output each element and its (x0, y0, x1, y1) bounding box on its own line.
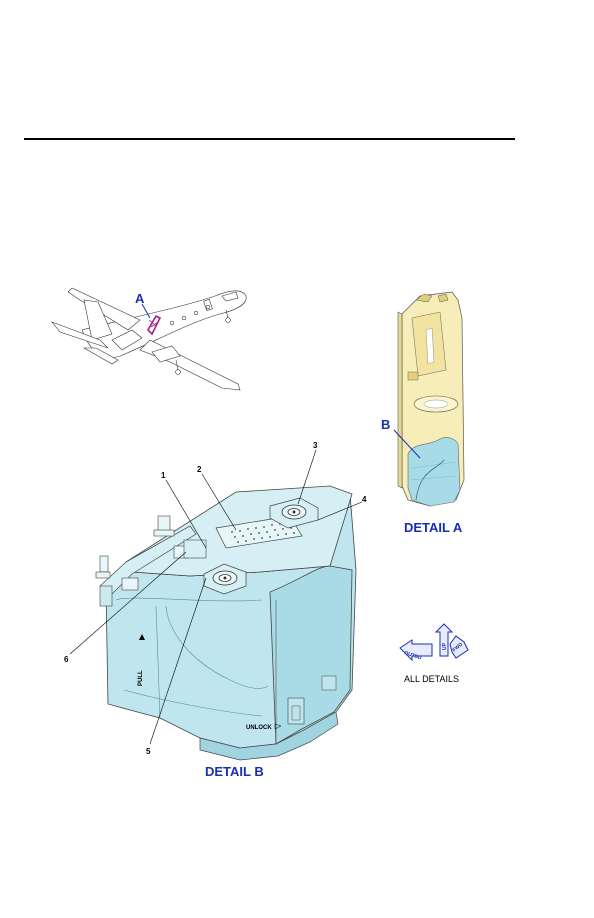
orientation-arrows-icon (399, 623, 469, 662)
up-arrow-label: UP (442, 642, 448, 650)
pull-arrow-icon (139, 634, 145, 640)
aircraft-locator (51, 287, 247, 391)
unlock-arrow-icon (274, 723, 282, 730)
detail-b-title: DETAIL B (205, 764, 264, 779)
unlock-label: UNLOCK (246, 725, 272, 731)
callout-4: 4 (362, 495, 367, 504)
locator-letter-a: A (135, 291, 145, 306)
detail-a-illustration (393, 291, 465, 507)
locator-leader (141, 303, 151, 319)
all-details-caption: ALL DETAILS (404, 674, 459, 684)
detail-a-title: DETAIL A (404, 520, 463, 535)
detail-b-illustration (69, 449, 363, 761)
callout-1: 1 (161, 471, 166, 480)
outbd-arrow-label: OUTBD (403, 650, 422, 661)
detail-a-letter-b: B (381, 417, 390, 432)
pull-label: PULL (138, 670, 144, 686)
callout-3: 3 (313, 441, 318, 450)
callout-6: 6 (64, 655, 69, 664)
callout-5: 5 (146, 747, 151, 756)
callout-2: 2 (197, 465, 202, 474)
